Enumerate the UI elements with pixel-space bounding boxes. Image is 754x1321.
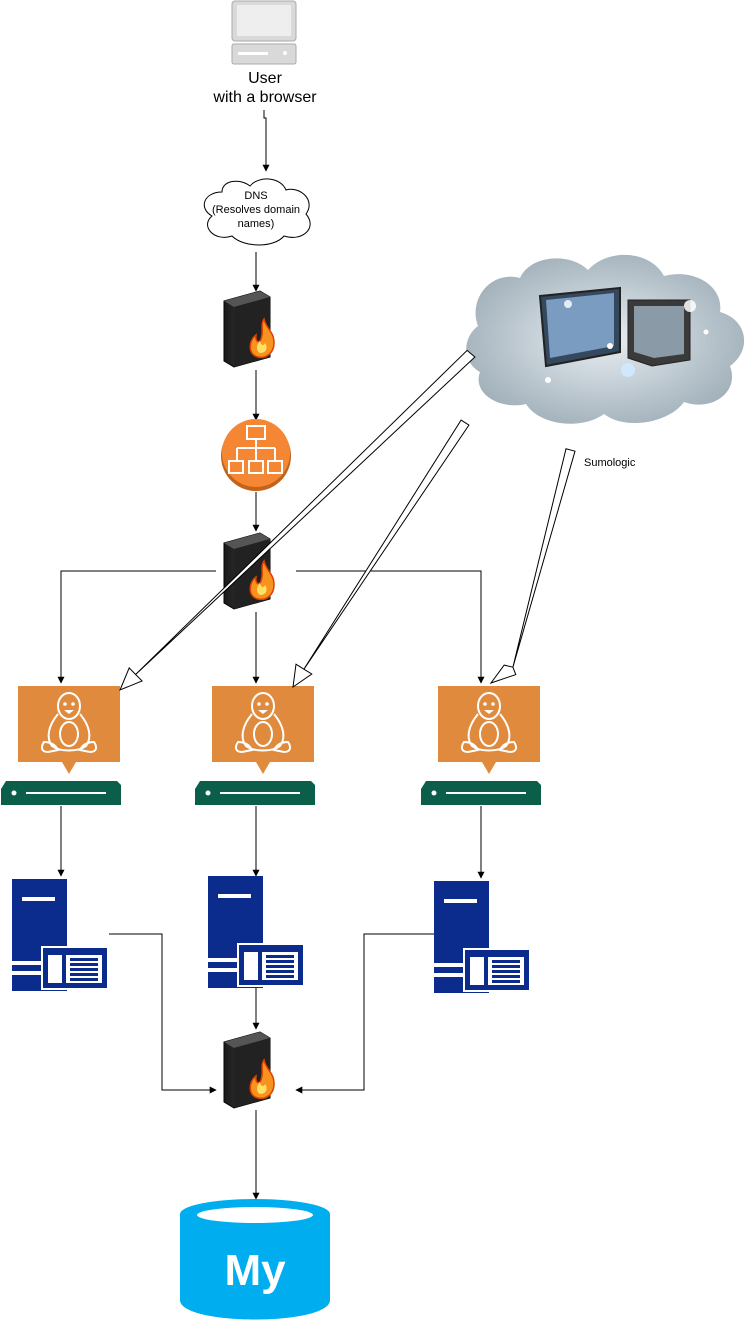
user-label: User with a browser [190,69,340,107]
firewall-icon [223,532,275,610]
edge-server-firewall-left [109,933,217,1094]
server-icon [11,878,109,992]
server-icon [433,880,531,994]
linux-tux-icon [211,685,315,775]
rack-icon [194,780,316,806]
dns-label-line1: DNS [244,190,268,202]
cloud-monitoring-icon [466,254,745,424]
rack-icon [0,780,122,806]
firewall-icon [223,1031,275,1109]
edge-firewall-instance-right [296,570,485,684]
dns-label-line2: (Resolves domain [211,204,301,216]
firewall-icon [223,290,275,368]
monitoring-arrow-right [489,448,576,684]
cloud-icon [203,178,311,246]
user-label-line1: User [248,70,282,87]
sumologic-label: Sumologic [584,457,636,469]
edge-server-firewall-right [295,933,434,1094]
monitoring-arrow-middle [292,419,470,689]
edge-user-dns [262,110,270,172]
linux-tux-icon [17,685,121,775]
mysql-database-icon [180,1199,330,1320]
desktop-computer-icon [231,0,297,65]
server-icon [207,875,305,989]
dns-label: DNS (Resolves domain names) [198,189,314,231]
mysql-label: My [224,1246,286,1295]
dns-label-line3: names) [237,218,275,230]
load-balancer-icon [221,419,291,491]
rack-icon [420,780,542,806]
linux-tux-icon [437,685,541,775]
monitoring-arrow-left [119,349,476,691]
user-label-line2: with a browser [213,89,317,106]
edge-firewall-instance-left [57,570,216,684]
